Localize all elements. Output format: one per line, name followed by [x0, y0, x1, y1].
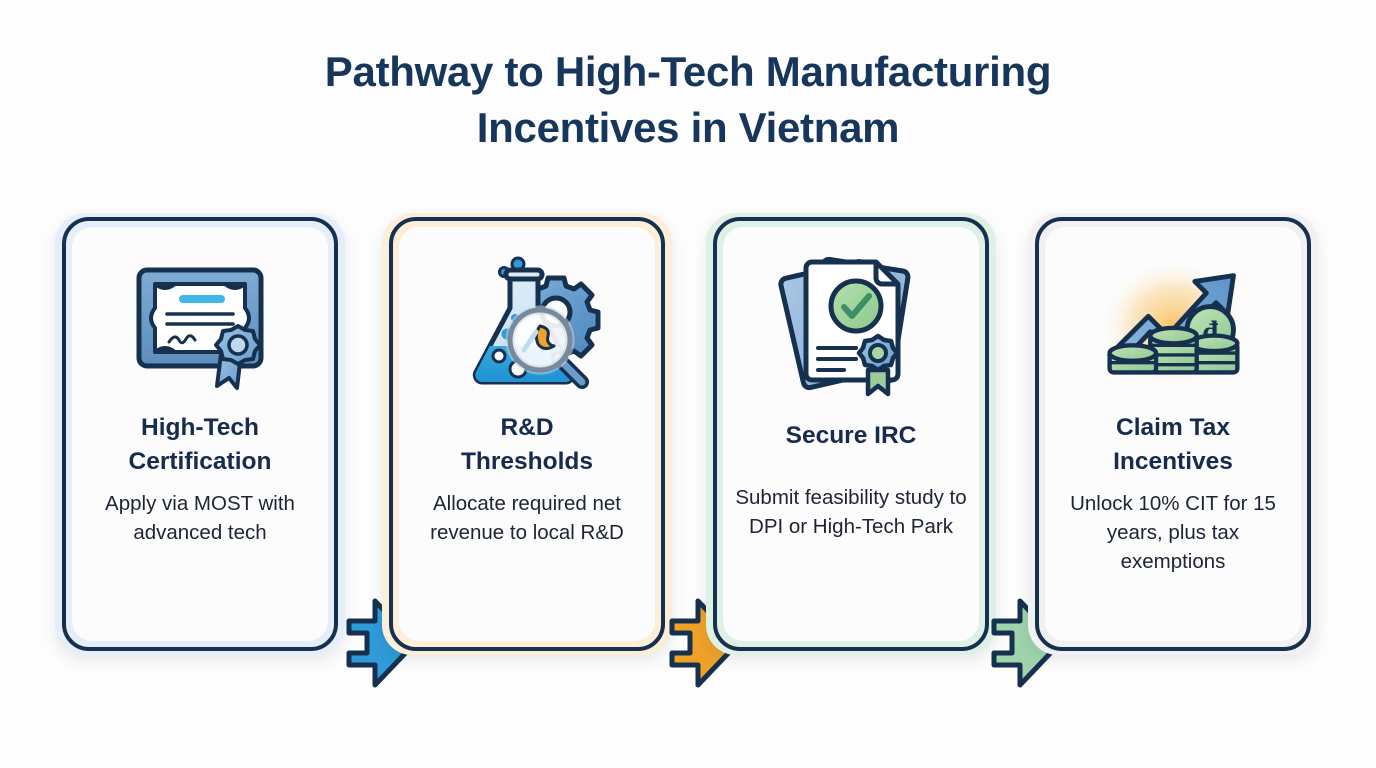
arrow-step1-to-step2 [345, 591, 419, 695]
card-heading-line-2: Certification [128, 448, 272, 475]
card-body: Unlock 10% CIT for 15 years, plus tax ex… [1070, 492, 1276, 573]
card-body: Submit feasibility study to DPI or High-… [735, 486, 967, 538]
card-heading: Claim Tax Incentives [1058, 411, 1288, 479]
documents-check-seal-icon [776, 249, 926, 399]
page-title-line-2: Incentives in Vietnam [476, 104, 900, 151]
card-heading: R&D Thresholds [412, 411, 642, 479]
growth-arrow-coins-icon: đ [1098, 249, 1248, 399]
page-title: Pathway to High-Tech Manufacturing Incen… [0, 44, 1376, 156]
card-inner: R&D Thresholds Allocate required net rev… [399, 227, 655, 641]
card-heading-line-2: Incentives [1113, 448, 1233, 475]
certificate-icon [125, 249, 275, 399]
step-card-claim-tax-incentives[interactable]: đ [1028, 213, 1318, 655]
arrow-step2-to-step3 [668, 591, 742, 695]
card-outline [713, 217, 989, 651]
arrow-step3-to-step4 [990, 591, 1064, 695]
card-heading: High-Tech Certification [85, 411, 315, 479]
step-card-high-tech-certification[interactable]: High-Tech Certification Apply via MOST w… [55, 213, 345, 655]
flask-gear-magnifier-icon [452, 249, 602, 399]
card-inner: High-Tech Certification Apply via MOST w… [72, 227, 328, 641]
card-inner: đ [1045, 227, 1301, 641]
process-flow: High-Tech Certification Apply via MOST w… [0, 213, 1376, 688]
card-body: Allocate required net revenue to local R… [430, 492, 624, 544]
card-inner: Secure IRC Submit feasibility study to D… [723, 227, 979, 641]
step-card-secure-irc[interactable]: Secure IRC Submit feasibility study to D… [706, 213, 996, 655]
card-heading-line-1: Secure IRC [785, 422, 917, 449]
card-outline [62, 217, 338, 651]
card-heading-line-2: Thresholds [460, 448, 594, 475]
card-heading-line-1: High-Tech [141, 414, 259, 441]
card-outline [389, 217, 665, 651]
card-heading: Secure IRC [736, 419, 966, 453]
card-outline [1035, 217, 1311, 651]
page-title-line-1: Pathway to High-Tech Manufacturing [324, 48, 1052, 95]
card-heading-line-1: Claim Tax [1116, 414, 1230, 441]
card-body: Apply via MOST with advanced tech [105, 492, 295, 544]
step-card-rd-thresholds[interactable]: R&D Thresholds Allocate required net rev… [382, 213, 672, 655]
card-heading-line-1: R&D [500, 414, 554, 441]
